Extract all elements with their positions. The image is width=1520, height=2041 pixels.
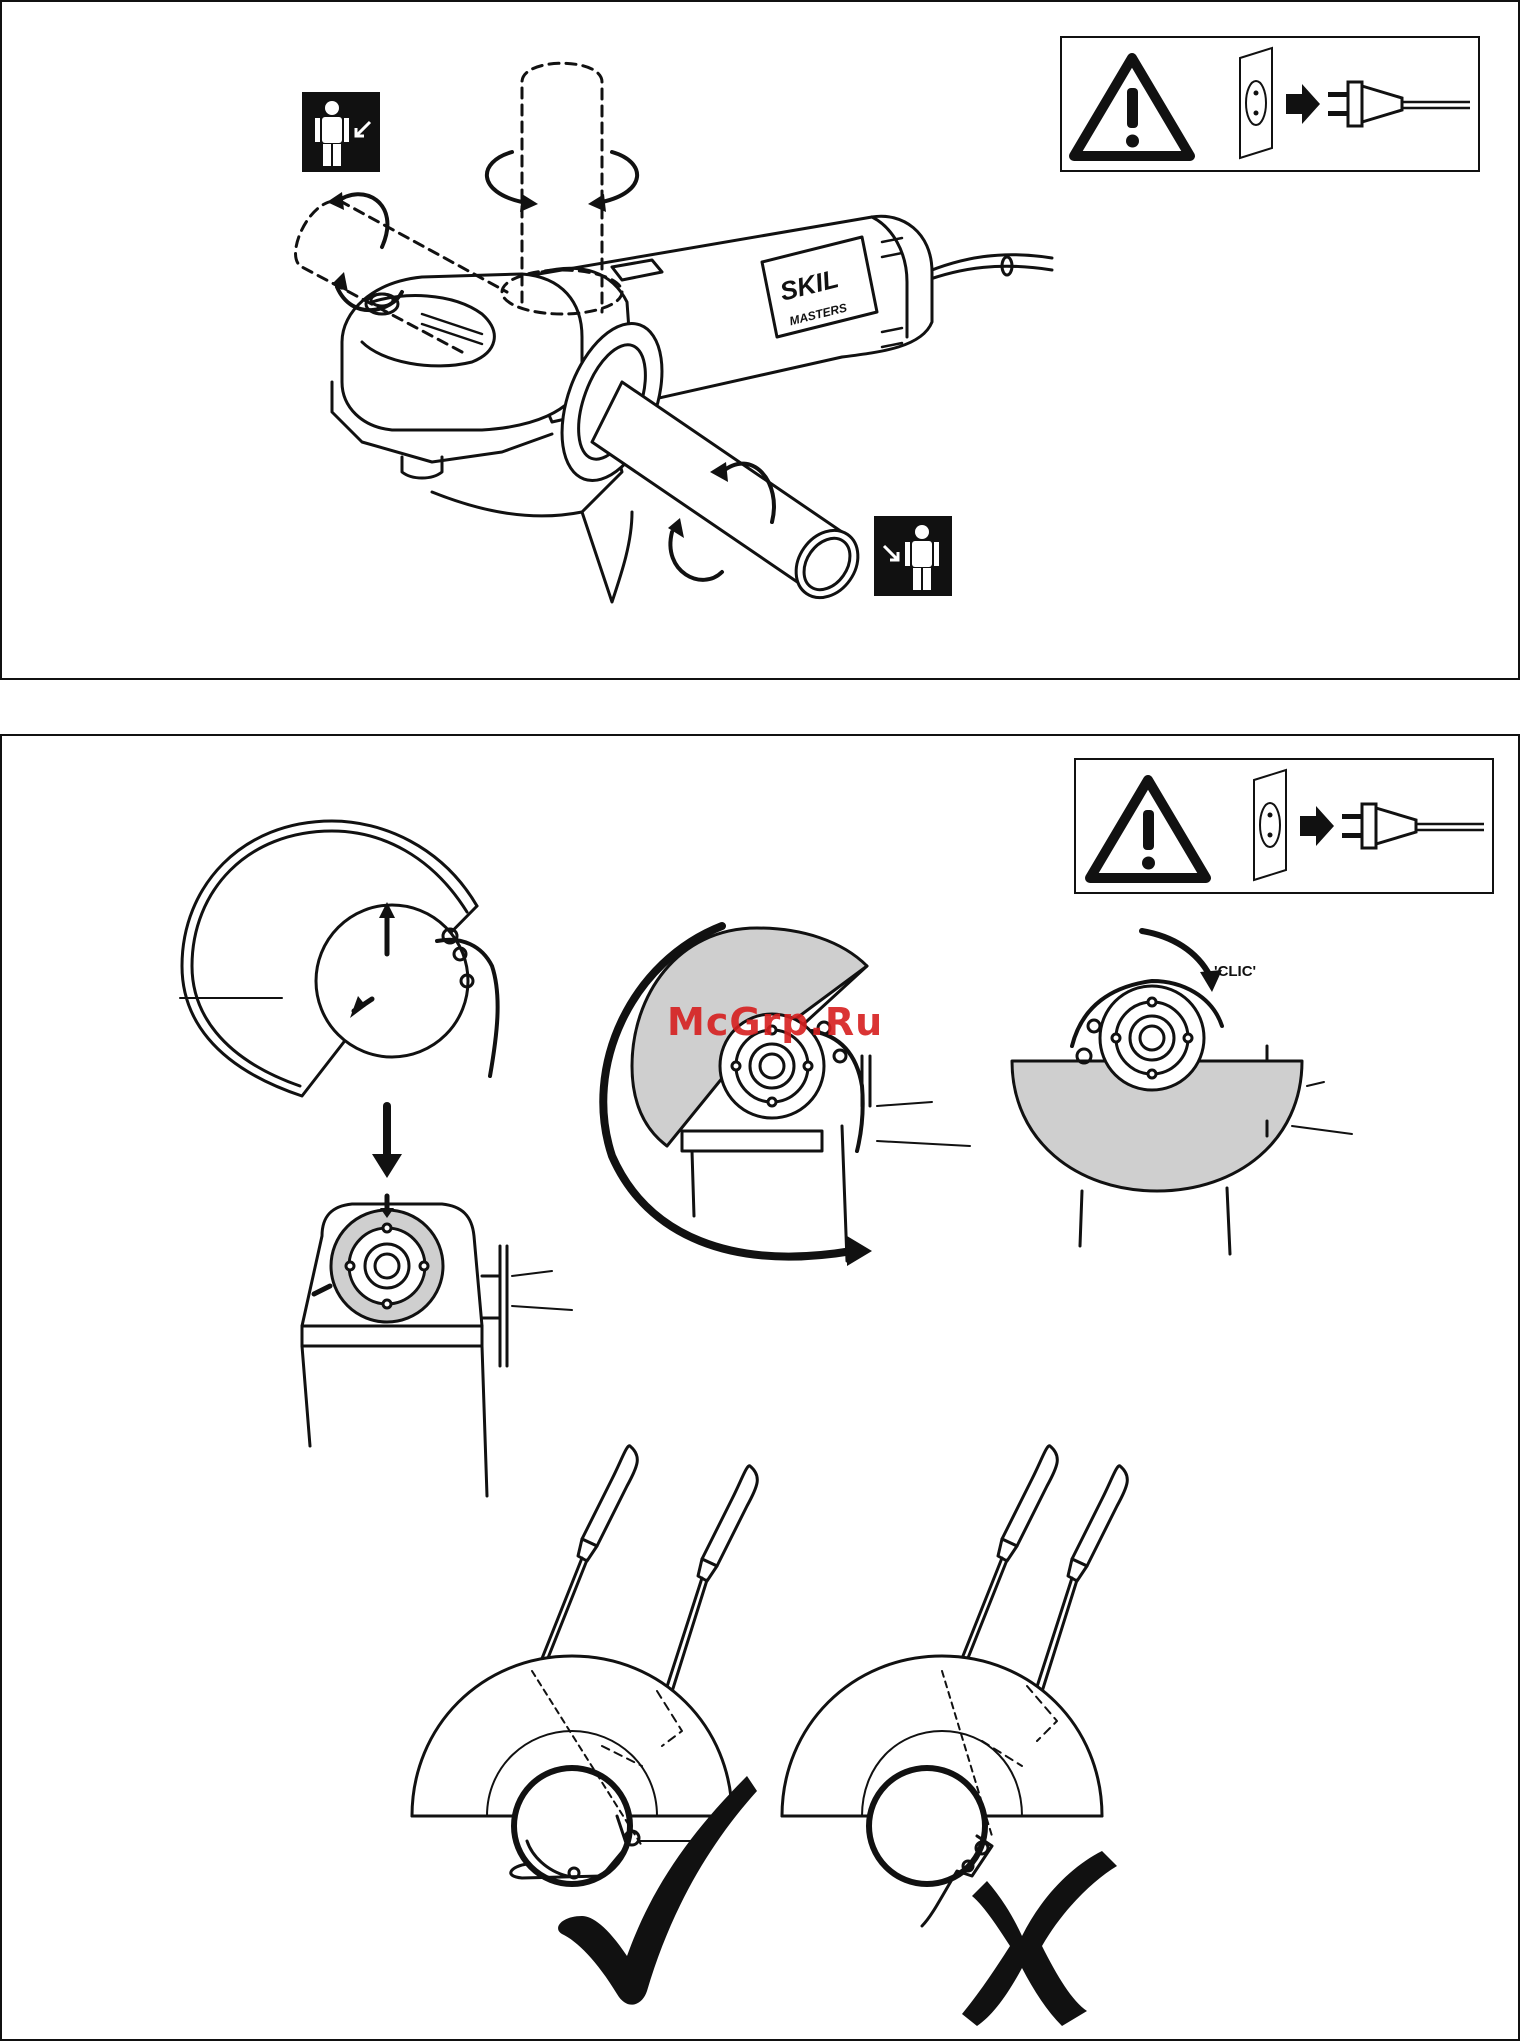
incorrect-clamp-adjustment xyxy=(772,1456,1132,2026)
panel-handle-mounting: SKIL MASTERS xyxy=(0,0,1520,680)
screwdriver-icon xyxy=(957,1446,1057,1673)
cross-mark-icon xyxy=(962,1851,1117,2026)
guard-rotation-step xyxy=(592,916,972,1276)
unplug-icon xyxy=(1240,48,1470,158)
unplug-warning-box xyxy=(1074,758,1494,894)
correct-clamp-adjustment xyxy=(402,1446,762,2016)
click-arrow xyxy=(1142,931,1210,976)
warning-triangle-icon xyxy=(1074,58,1190,156)
panel-guard-mounting: 'CLIC' xyxy=(0,734,1520,2041)
warning-triangle-icon xyxy=(1090,780,1206,878)
screwdriver-icon xyxy=(1034,1466,1127,1698)
unplug-warning-box xyxy=(1060,36,1480,172)
guard-alignment-step xyxy=(182,806,602,1526)
guard-click-step: 'CLIC' xyxy=(1002,926,1362,1256)
power-cord xyxy=(922,266,1052,282)
unplug-icon xyxy=(1254,770,1484,880)
clic-label: 'CLIC' xyxy=(1214,963,1256,980)
screwdriver-icon xyxy=(537,1446,637,1673)
angle-grinder-illustration: SKIL MASTERS xyxy=(282,52,1082,632)
watermark: McGrp.Ru xyxy=(667,1000,883,1044)
